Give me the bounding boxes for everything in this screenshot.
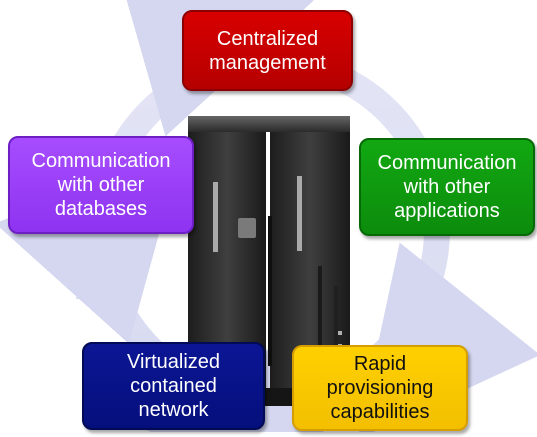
virtualized-contained-network-node: Virtualized contained network (82, 342, 265, 430)
rapid-provisioning-capabilities-label: Rapid provisioning capabilities (326, 353, 434, 423)
centralized-management-node: Centralized management (182, 10, 353, 91)
virtualized-contained-network-label: Virtualized contained network (126, 351, 221, 421)
communication-with-other-databases-label: Communication with other databases (31, 150, 171, 220)
centralized-management-label: Centralized management (209, 27, 326, 74)
communication-with-other-applications-node: Communication with other applications (359, 138, 535, 236)
communication-with-other-databases-node: Communication with other databases (8, 136, 194, 234)
rapid-provisioning-capabilities-node: Rapid provisioning capabilities (292, 345, 468, 431)
communication-with-other-applications-label: Communication with other applications (377, 152, 517, 222)
